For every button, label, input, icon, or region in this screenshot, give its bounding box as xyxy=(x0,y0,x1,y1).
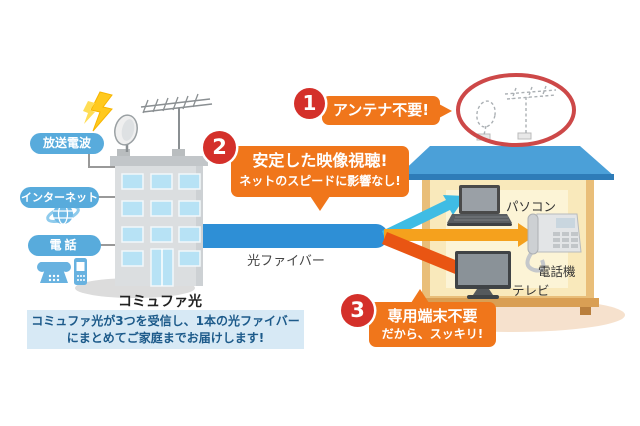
tv-antenna-icon xyxy=(140,93,213,149)
callout-1-bubble: アンテナ不要! xyxy=(322,96,452,125)
desk-phone-icon xyxy=(525,213,582,273)
footer-note-line1: コミュファ光が3つを受信し、1本の光ファイバー xyxy=(31,314,300,328)
callout-3-title: 専用端末不要 xyxy=(387,307,478,325)
fiber-pipe xyxy=(203,224,388,248)
source-label-phone-text: 電話 xyxy=(49,238,80,252)
source-label-internet: インターネット xyxy=(20,187,99,208)
building-label: コミュファ光 xyxy=(118,294,202,310)
footer-note: コミュファ光が3つを受信し、1本の光ファイバー にまとめてご家庭までお届けします… xyxy=(27,310,304,349)
building-illustration xyxy=(110,149,208,287)
globe-icon xyxy=(46,203,80,225)
callout-3-bubble: 専用端末不要 だから、スッキリ! xyxy=(369,289,496,347)
lightning-icon xyxy=(83,91,113,132)
arrow-phone-icon xyxy=(384,223,536,247)
footer-note-line2: にまとめてご家庭までお届けします! xyxy=(66,331,265,345)
callout-2-number: 2 xyxy=(203,131,236,164)
callout-2-bubble: 安定した映像視聴! ネットのスピードに影響なし! xyxy=(231,146,409,211)
laptop-icon xyxy=(447,185,512,226)
source-label-broadcast-text: 放送電波 xyxy=(42,136,91,150)
device-label-tv: テレビ xyxy=(512,283,550,298)
callout-2-title: 安定した映像視聴! xyxy=(252,151,388,170)
connector-lines xyxy=(88,152,116,246)
callout-3-number: 3 xyxy=(341,294,374,327)
device-label-pc: パソコン xyxy=(506,199,557,214)
crossed-out-antenna-icon xyxy=(456,73,576,147)
device-label-phone: 電話機 xyxy=(538,264,576,279)
callout-3-subtitle: だから、スッキリ! xyxy=(381,327,484,341)
source-label-broadcast: 放送電波 xyxy=(30,133,104,154)
callout-2-subtitle: ネットのスピードに影響なし! xyxy=(239,174,401,188)
source-label-internet-text: インターネット xyxy=(21,191,98,204)
fiber-label: 光ファイバー xyxy=(247,254,325,269)
callout-1-text: アンテナ不要! xyxy=(332,101,430,119)
tv-icon xyxy=(455,251,511,299)
satellite-dish-icon xyxy=(114,114,138,152)
phone-devices-icon xyxy=(37,258,87,285)
callout-1-number: 1 xyxy=(294,88,325,119)
source-label-phone: 電話 xyxy=(28,235,101,256)
